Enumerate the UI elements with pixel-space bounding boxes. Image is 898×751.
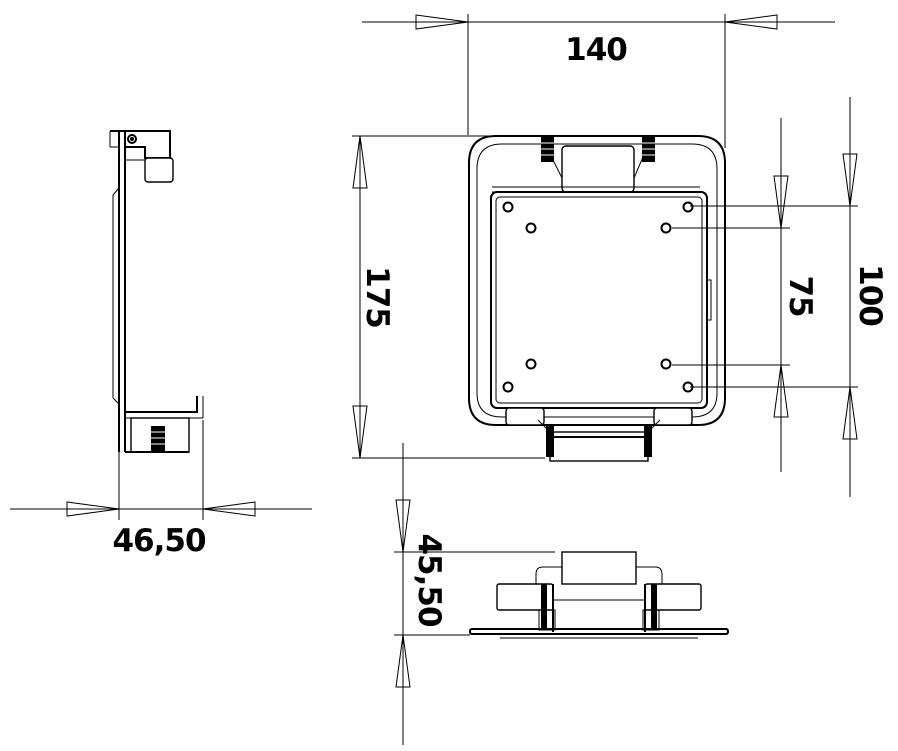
hole-corner-bl — [502, 381, 514, 393]
hole-inner-tl — [525, 222, 537, 234]
dimension-width-140: 140 — [362, 14, 835, 148]
hole-inner-tr — [660, 222, 672, 234]
dimension-height-175: 175 — [352, 135, 545, 459]
front-view — [468, 135, 726, 462]
hole-inner-bl — [525, 358, 537, 370]
dimension-bottom-depth: 45,50 — [394, 443, 555, 745]
hole-corner-br — [682, 381, 694, 393]
side-view — [109, 130, 204, 453]
bottom-view — [469, 551, 729, 639]
dimension-label-100: 100 — [852, 264, 888, 326]
dimension-label-140: 140 — [565, 32, 627, 68]
hole-corner-tr — [682, 201, 694, 213]
dimension-label-45-50: 45,50 — [411, 533, 447, 626]
dimension-label-46-50: 46,50 — [112, 523, 205, 559]
dimension-hole-spacing-100: 100 — [690, 97, 888, 497]
dimension-hole-spacing-75: 75 — [672, 118, 818, 472]
dimension-label-175: 175 — [359, 266, 395, 328]
hole-corner-tl — [502, 201, 514, 213]
dimension-label-75: 75 — [782, 275, 818, 316]
dimension-side-depth: 46,50 — [10, 420, 312, 559]
hole-inner-br — [660, 358, 672, 370]
